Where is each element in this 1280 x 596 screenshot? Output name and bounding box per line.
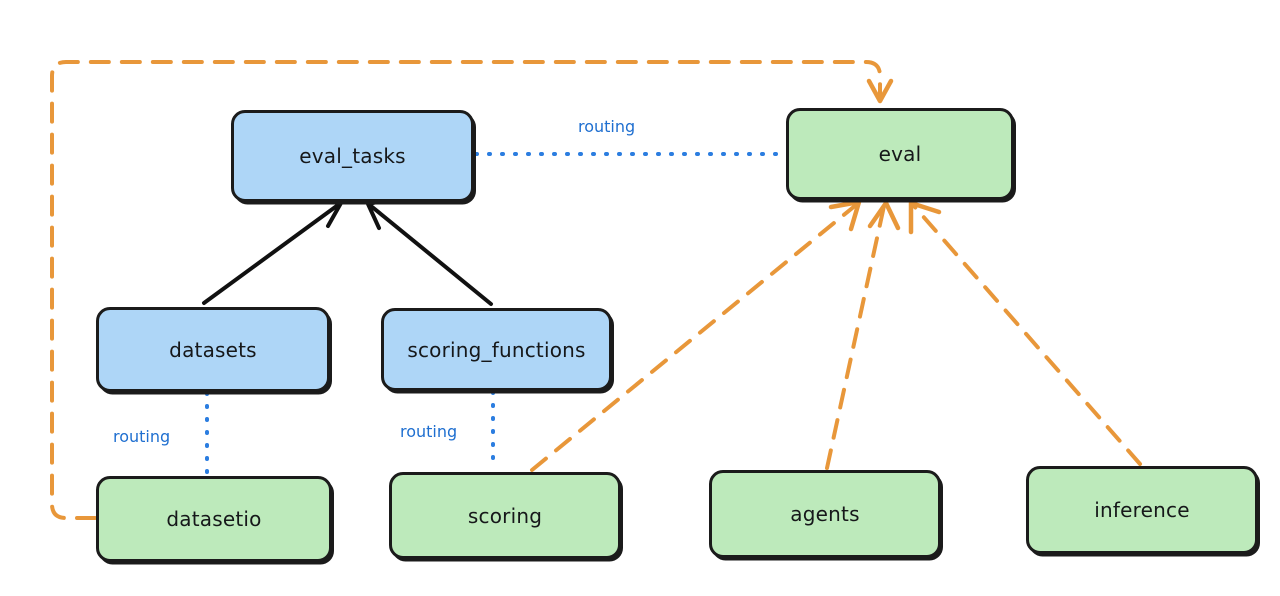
node-label: scoring [467,503,543,528]
edge-scoring-eval [530,199,862,472]
edge-inference-eval [908,200,1142,466]
edge-label-datasets-datasetio-routing: routing [113,427,171,446]
node-label: scoring_functions [407,337,586,362]
node-agents[interactable]: agents [709,470,941,558]
node-label: eval [878,142,922,166]
edge-label-eval-tasks-eval-routing: routing [578,117,636,136]
edge-datasets-eval-tasks [202,196,343,305]
node-label: inference [1094,498,1190,522]
edge-datasetio-eval [50,60,894,520]
node-datasetio[interactable]: datasetio [96,476,332,562]
edge-agents-eval [825,200,901,470]
node-scoring[interactable]: scoring [389,472,621,559]
edge-scoring-functions-eval-tasks [366,197,493,306]
edge-label-scoring-functions-scoring-routing: routing [400,422,458,441]
node-inference[interactable]: inference [1026,466,1258,554]
node-scoring-functions[interactable]: scoring_functions [381,308,612,391]
node-eval[interactable]: eval [786,108,1014,200]
node-label: eval_tasks [299,144,406,168]
node-label: agents [790,502,860,526]
node-label: datasets [169,337,257,362]
node-eval-tasks[interactable]: eval_tasks [231,110,474,202]
node-label: datasetio [166,507,262,531]
node-datasets[interactable]: datasets [96,307,330,392]
